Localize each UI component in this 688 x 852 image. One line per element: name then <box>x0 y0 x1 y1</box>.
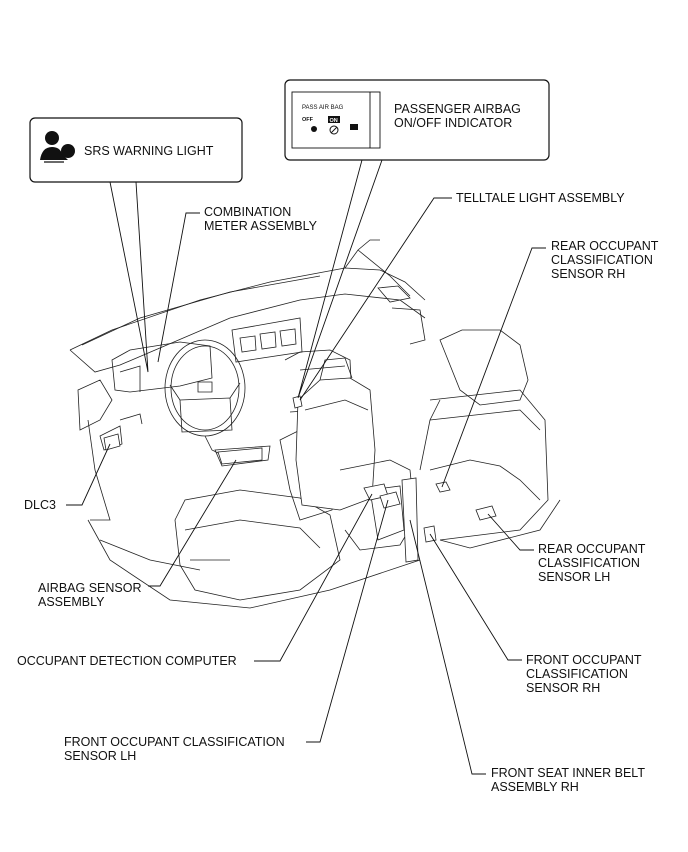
indicator-off-text: OFF <box>302 117 314 123</box>
rear-occupant-lh-label-2: CLASSIFICATION <box>538 556 640 570</box>
front-occupant-rh-leader <box>429 533 522 661</box>
rear-occupant-rh-label-3: SENSOR RH <box>551 267 625 281</box>
passenger-airbag-indicator-icon: PASS AIR BAG OFF ON <box>291 91 381 149</box>
front-occupant-lh-label-2: SENSOR LH <box>64 749 136 763</box>
telltale-light-leader <box>299 197 452 401</box>
combination-meter-leader <box>157 212 200 363</box>
rear-occupant-lh-label-1: REAR OCCUPANT <box>538 542 646 556</box>
airbag-sensor-label-2: ASSEMBLY <box>38 595 105 609</box>
passenger-airbag-indicator-callout: PASS AIR BAG OFF ON PASSENGER AIRBAG ON/… <box>284 79 550 399</box>
rear-occupant-lh-leader <box>487 513 534 551</box>
rear-occupant-rh-leader <box>441 247 546 488</box>
srs-warning-light-callout: SRS WARNING LIGHT <box>29 117 243 373</box>
indicator-off-passenger-icon <box>311 126 317 132</box>
airbag-sensor-leader <box>148 459 237 587</box>
dlc3-label: DLC3 <box>24 498 56 512</box>
indicator-on-text: ON <box>330 118 338 124</box>
occupant-detection-label: OCCUPANT DETECTION COMPUTER <box>17 654 237 668</box>
telltale-light-label: TELLTALE LIGHT ASSEMBLY <box>456 191 625 205</box>
rear-occupant-rh-label-1: REAR OCCUPANT <box>551 239 659 253</box>
front-occupant-rh-label-1: FRONT OCCUPANT <box>526 653 642 667</box>
srs-warning-light-label: SRS WARNING LIGHT <box>84 144 214 158</box>
leader-lines <box>66 197 546 775</box>
vehicle-interior-illustration <box>69 239 561 609</box>
front-occupant-lh-leader <box>306 499 389 743</box>
indicator-off-symbol-icon <box>329 125 339 135</box>
combination-meter-label-1: COMBINATION <box>204 205 291 219</box>
combination-meter-label-2: METER ASSEMBLY <box>204 219 318 233</box>
passenger-airbag-indicator-label-1: PASSENGER AIRBAG <box>394 102 521 116</box>
occupant-detection-leader <box>254 493 373 662</box>
front-seat-belt-label-2: ASSEMBLY RH <box>491 780 579 794</box>
rear-occupant-lh-label-3: SENSOR LH <box>538 570 610 584</box>
front-seat-belt-label-1: FRONT SEAT INNER BELT <box>491 766 645 780</box>
front-seat-belt-leader <box>409 519 486 775</box>
indicator-seat-icon <box>350 124 358 130</box>
component-labels: COMBINATION METER ASSEMBLY TELLTALE LIGH… <box>17 191 659 794</box>
airbag-sensor-label-1: AIRBAG SENSOR <box>38 581 142 595</box>
rear-occupant-rh-label-2: CLASSIFICATION <box>551 253 653 267</box>
dlc3-leader <box>66 443 111 506</box>
indicator-title: PASS AIR BAG <box>302 105 344 111</box>
front-occupant-rh-label-3: SENSOR RH <box>526 681 600 695</box>
front-occupant-rh-label-2: CLASSIFICATION <box>526 667 628 681</box>
passenger-airbag-indicator-label-2: ON/OFF INDICATOR <box>394 116 512 130</box>
srs-airbag-warning-icon <box>40 131 75 163</box>
front-occupant-lh-label-1: FRONT OCCUPANT CLASSIFICATION <box>64 735 285 749</box>
